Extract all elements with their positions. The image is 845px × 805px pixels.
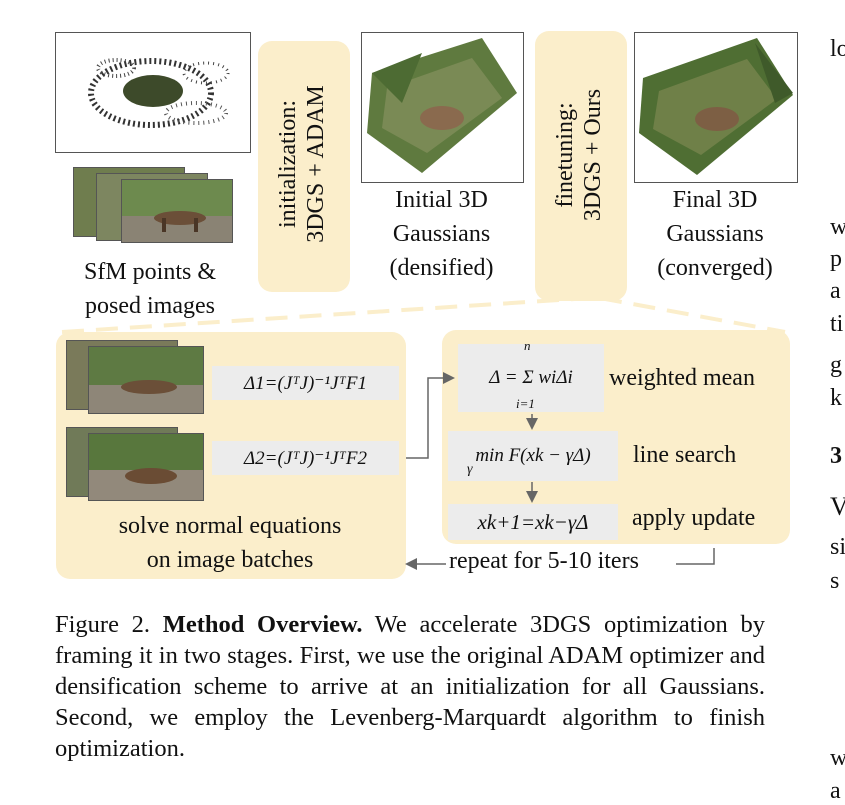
edge-text-4: a: [830, 278, 841, 304]
edge-text-3: p: [830, 246, 842, 272]
apply-update-equation: xk+1=xk−γΔ: [448, 504, 618, 540]
repeat-label: repeat for 5-10 iters: [447, 548, 641, 575]
edge-text-7: k: [830, 385, 842, 411]
batch-equation-1: Δ1=(JᵀJ)⁻¹JᵀF1: [212, 366, 399, 400]
figure-caption: Figure 2. Method Overview. We accelerate…: [55, 609, 765, 764]
edge-text-13: a: [830, 778, 841, 804]
weighted-mean-formula: Δ = Σ wiΔi: [489, 367, 573, 388]
edge-text-2: w: [830, 214, 845, 240]
final-gaussians-image: [634, 32, 798, 183]
posed-image-stack: [73, 167, 233, 243]
line-search-subscript: γ: [467, 462, 473, 477]
final-gaussians-label: Final 3D Gaussians (converged): [657, 187, 773, 281]
apply-update-label: apply update: [632, 505, 756, 531]
garden-photo-graphic: [122, 180, 232, 242]
garden-photo-graphic: [89, 347, 203, 413]
line-search-formula: min F(xk − γΔ): [475, 445, 591, 466]
flow-arrows: [405, 372, 715, 570]
initial-gaussians-image: [361, 32, 524, 183]
figure-number: Figure 2.: [55, 611, 163, 638]
sfm-label: SfM points & posed images: [83, 259, 217, 319]
sum-lower-limit: i=1: [516, 396, 535, 411]
edge-text-10: si: [830, 534, 845, 560]
image-batch-1: [66, 340, 206, 416]
sum-upper-limit: n: [524, 338, 531, 353]
edge-text-6: g: [830, 352, 842, 378]
point-cloud-graphic: [88, 58, 230, 128]
edge-text-11: s: [830, 568, 840, 594]
initial-gaussians-label: Initial 3D Gaussians (densified): [389, 187, 494, 281]
batch-equation-2: Δ2=(JᵀJ)⁻¹JᵀF2: [212, 441, 399, 475]
dashed-connector-lines: [61, 296, 786, 334]
batch-image: [88, 433, 204, 501]
posed-image: [121, 179, 233, 243]
line-search-label: line search: [633, 442, 737, 468]
image-batch-2: [66, 427, 206, 503]
edge-text-12: w: [830, 745, 845, 771]
batch-image: [88, 346, 204, 414]
sfm-point-cloud-image: [55, 32, 251, 153]
line-search-equation: min F(xk − γΔ): [448, 431, 618, 481]
edge-text-9: V: [830, 492, 845, 521]
edge-text-8: 3: [830, 443, 842, 469]
finetuning-stage-panel: [535, 31, 627, 301]
figure-caption-body: We accelerate 3DGS optimization by frami…: [55, 611, 765, 762]
batch-caption: solve normal equations on image batches: [118, 513, 342, 573]
initialization-stage-panel: [258, 41, 350, 292]
edge-text-5: ti: [830, 311, 844, 337]
final-gaussians-graphic: [635, 33, 797, 182]
figure-title: Method Overview.: [162, 611, 363, 638]
weighted-mean-equation: Δ = Σ wiΔi: [458, 344, 604, 412]
initial-gaussians-graphic: [362, 33, 523, 182]
weighted-mean-label: weighted mean: [609, 365, 755, 391]
garden-photo-graphic: [89, 434, 203, 500]
edge-text-1: lo: [830, 36, 845, 62]
